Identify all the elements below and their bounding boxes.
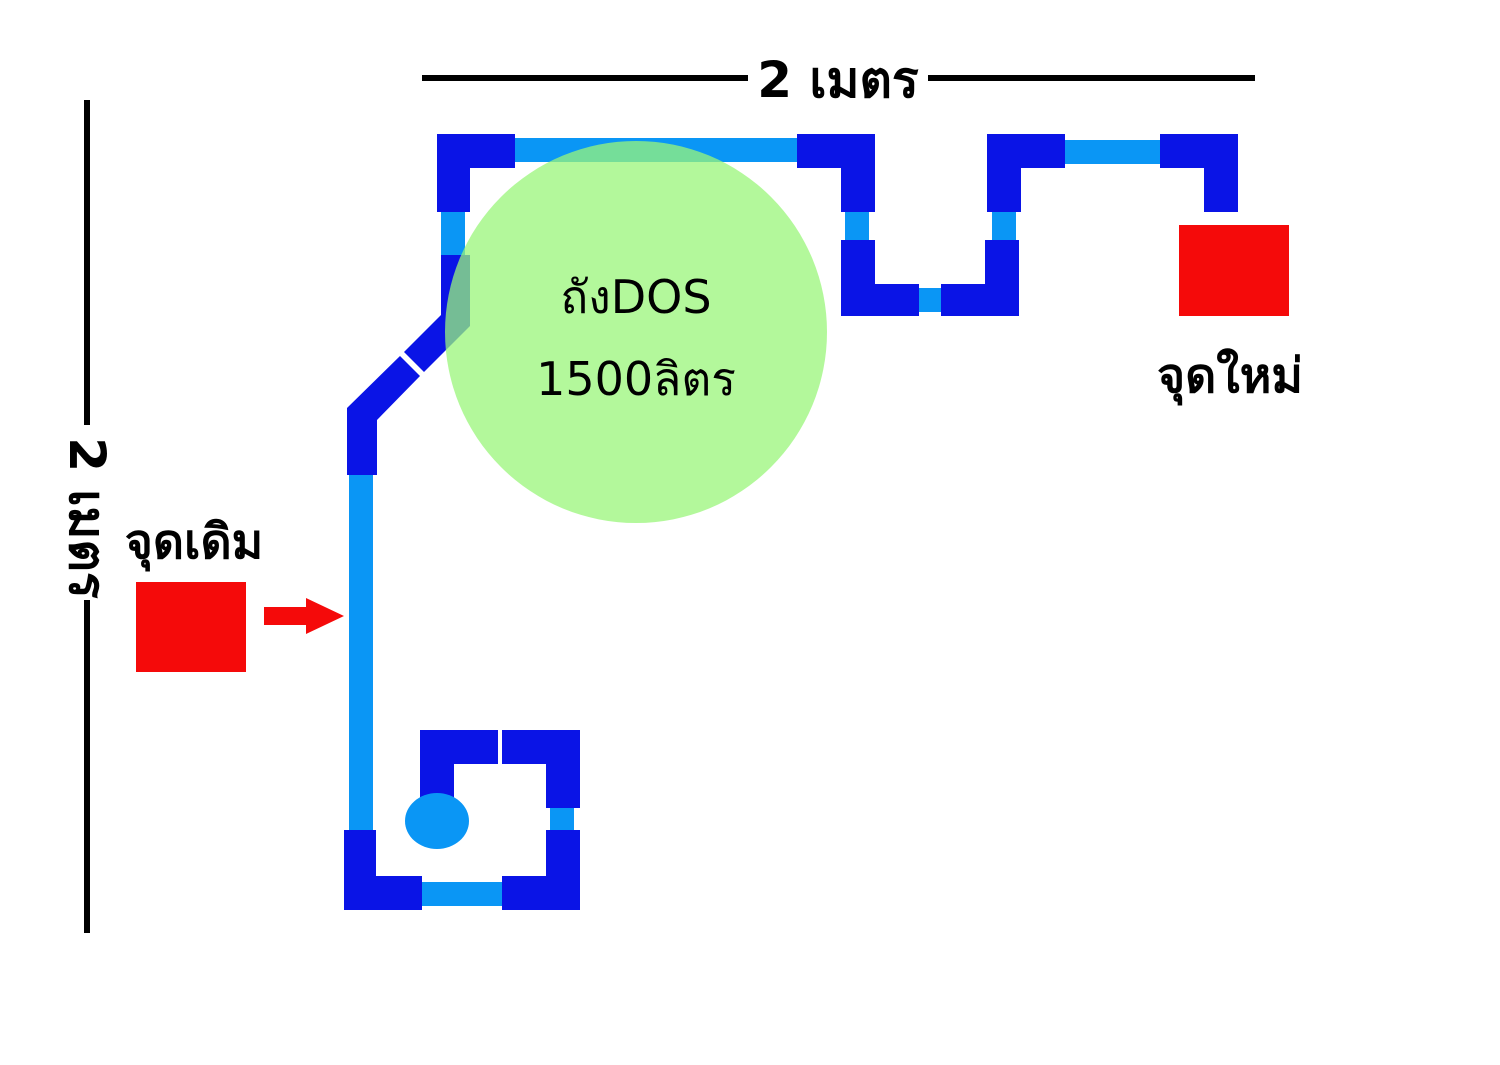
- elbow-top-left: [437, 134, 515, 212]
- old-point-label: จุดเดิม: [125, 514, 264, 572]
- elbow-loop-top-right: [502, 730, 580, 808]
- pipe-rise-1: [992, 210, 1016, 244]
- fittings: [344, 134, 1238, 910]
- pipe-drop-1: [845, 210, 869, 244]
- elbow-bottom-right: [502, 830, 580, 910]
- tank-capacity-label: 1500ลิตร: [536, 352, 736, 406]
- pipe-top-right: [1062, 140, 1164, 164]
- elbow-top-right-1: [797, 134, 875, 212]
- elbow-45-lower: [347, 356, 420, 475]
- pipe-u-bottom: [916, 288, 942, 312]
- pipe-left-upper: [441, 210, 465, 258]
- elbow-loop-top-left: [420, 730, 498, 808]
- pipe-bottom: [418, 882, 504, 906]
- width-dimension-label: 2 เมตร: [757, 51, 919, 109]
- old-point: จุดเดิม: [125, 514, 344, 672]
- new-point-marker: [1179, 225, 1289, 316]
- elbow-top-right-2: [987, 134, 1065, 212]
- new-point: จุดใหม่: [1157, 225, 1303, 406]
- height-dimension-label: 2 เมตร: [58, 437, 116, 599]
- tank-name-label: ถังDOS: [560, 270, 711, 324]
- new-point-label: จุดใหม่: [1157, 347, 1303, 406]
- elbow-end: [1160, 134, 1238, 212]
- elbow-bottom-left: [344, 830, 422, 910]
- height-dimension: 2 เมตร: [58, 100, 116, 933]
- tank-circle: [445, 141, 827, 523]
- pipe-vertical-main: [349, 470, 373, 835]
- elbow-u-bottom-left: [841, 240, 919, 316]
- elbow-u-bottom-right: [941, 240, 1019, 316]
- arrow-right-icon: [264, 598, 344, 634]
- pipe-outlet: [405, 793, 469, 849]
- width-dimension: 2 เมตร: [422, 51, 1255, 109]
- old-point-marker: [136, 582, 246, 672]
